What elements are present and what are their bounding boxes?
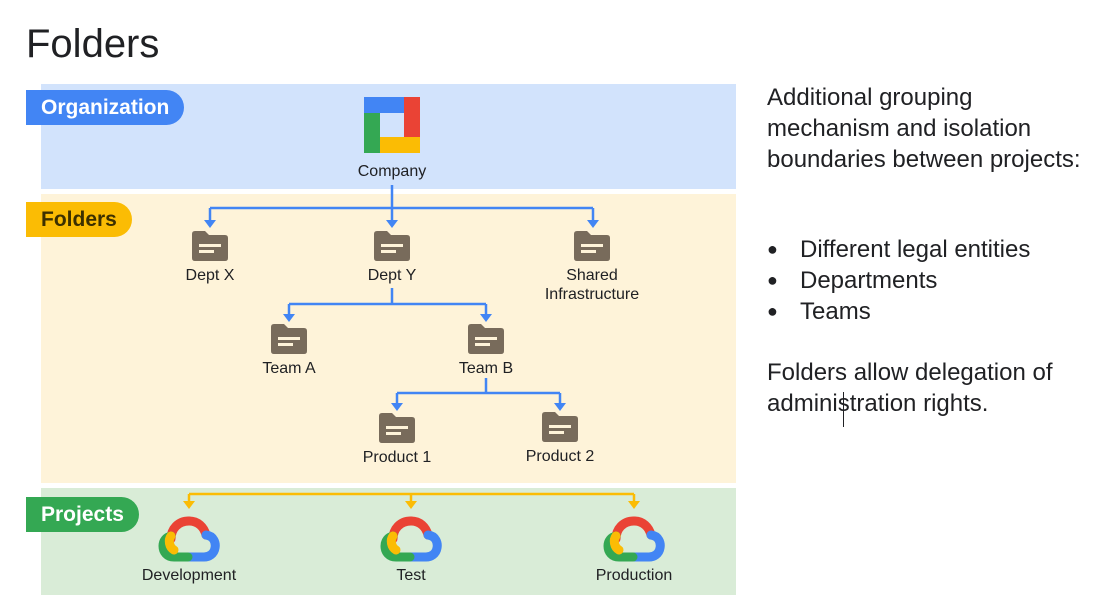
folder-node-dept-x: Dept X [130, 230, 290, 285]
cloud-project-icon [603, 516, 665, 562]
folder-node-shared-infrastructure: Shared Infrastructure [512, 230, 672, 304]
bullet-item: Departments [767, 265, 1087, 296]
cloud-project-icon [158, 516, 220, 562]
product-2-label: Product 2 [525, 448, 595, 465]
folder-icon [574, 231, 610, 261]
shared-infrastructure-label-line2: Infrastructure [544, 286, 640, 303]
company-label: Company [357, 163, 427, 180]
side-footer-text: Folders allow delegation of administrati… [767, 359, 1053, 417]
organization-section-label: Organization [26, 90, 185, 125]
project-node-production: Production [554, 515, 714, 585]
side-intro-text: Additional grouping mechanism and isolat… [767, 84, 1081, 173]
yellow-arrowheads [183, 501, 640, 509]
folder-icon [192, 231, 228, 261]
folder-icon [468, 324, 504, 354]
bullet-item: Teams [767, 296, 1087, 327]
folder-node-dept-y: Dept Y [312, 230, 472, 285]
side-bullet-list: Different legal entities Departments Tea… [767, 234, 1087, 327]
folder-node-team-b: Team B [406, 323, 566, 378]
team-a-label: Team A [262, 360, 316, 377]
folder-icon [379, 413, 415, 443]
text-cursor [843, 392, 844, 427]
project-node-development: Development [109, 515, 269, 585]
folder-node-product-1: Product 1 [317, 412, 477, 467]
folder-node-team-a: Team A [209, 323, 369, 378]
dept-x-label: Dept X [185, 267, 235, 284]
dept-y-label: Dept Y [367, 267, 417, 284]
cloud-project-icon [380, 516, 442, 562]
folders-section-label: Folders [26, 202, 132, 237]
blue-arrowheads [204, 220, 599, 411]
company-logo-icon [364, 97, 420, 153]
production-label: Production [595, 567, 673, 584]
team-b-label: Team B [458, 360, 514, 377]
folder-icon [374, 231, 410, 261]
product-1-label: Product 1 [362, 449, 432, 466]
folder-node-product-2: Product 2 [480, 411, 640, 466]
page-title: Folders [26, 22, 160, 66]
test-label: Test [396, 567, 426, 584]
development-label: Development [141, 567, 237, 584]
folder-icon [542, 412, 578, 442]
folder-icon [271, 324, 307, 354]
bullet-item: Different legal entities [767, 234, 1087, 265]
shared-infrastructure-label-line1: Shared [566, 267, 618, 284]
project-node-test: Test [331, 515, 491, 585]
company-node: Company [312, 95, 472, 181]
projects-section-label: Projects [26, 497, 139, 532]
